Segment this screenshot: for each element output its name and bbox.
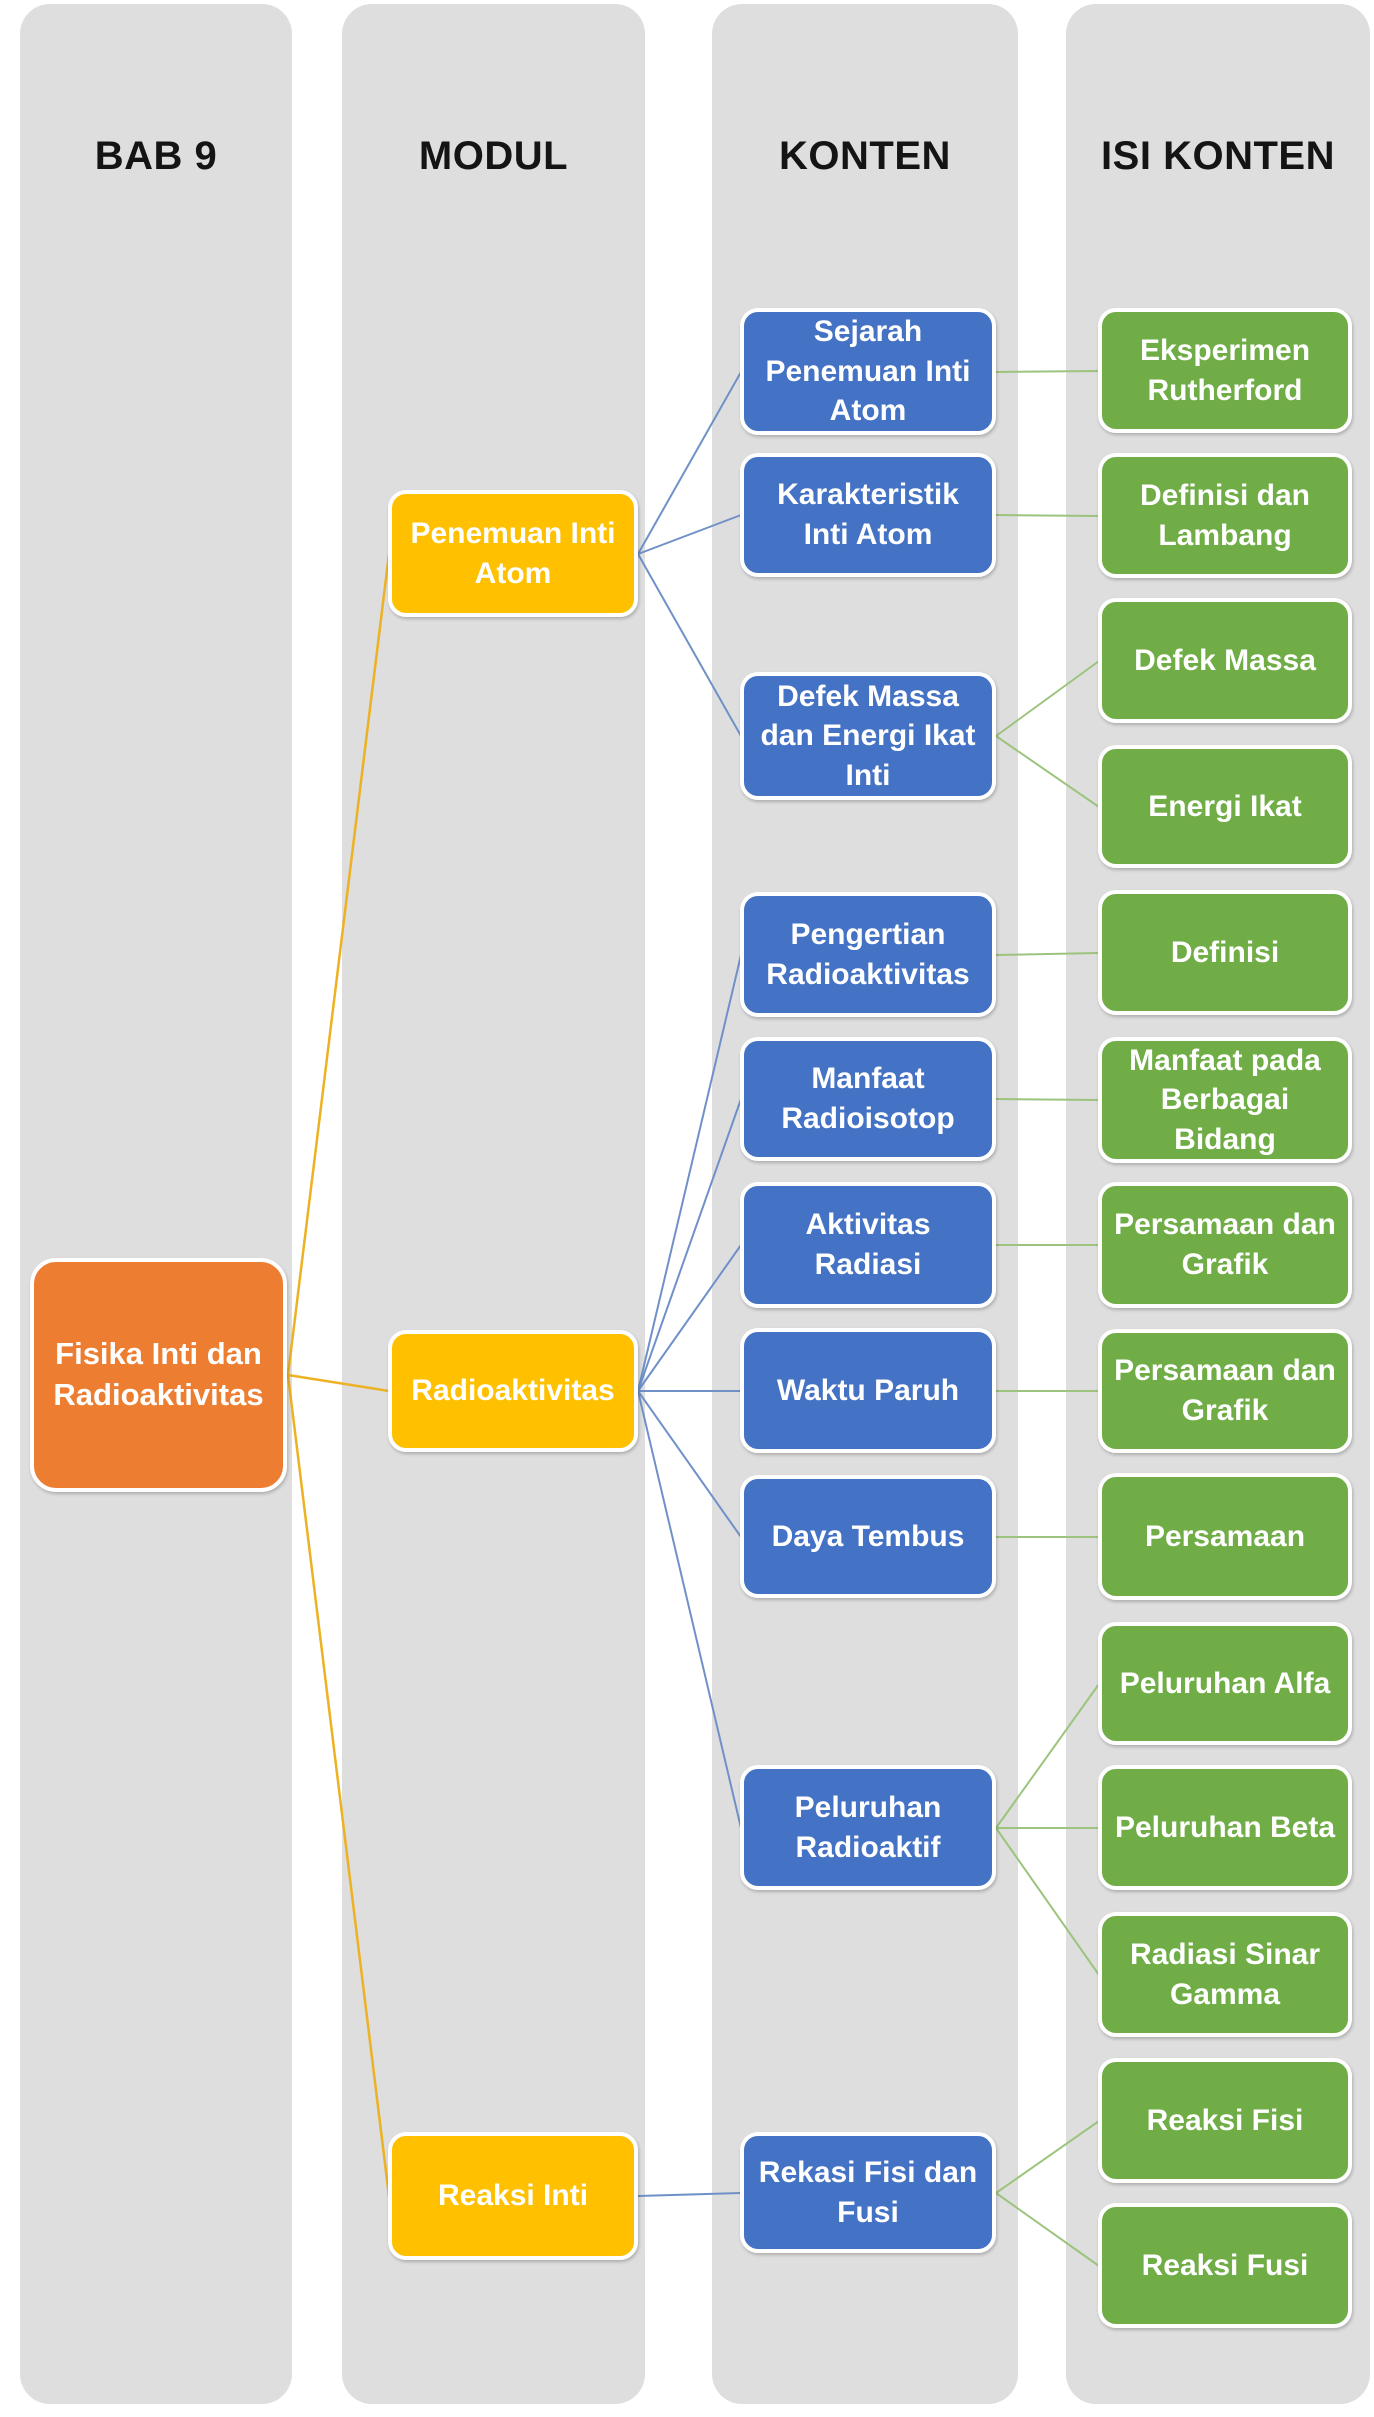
node-isi-peluruhan-beta: Peluruhan Beta: [1098, 1765, 1352, 1890]
node-label: Pengertian Radioaktivitas: [766, 917, 970, 991]
node-label: Defek Massa dan Energi Ikat Inti: [760, 679, 976, 792]
node-konten-peluruhan-radioaktif: Peluruhan Radioaktif: [740, 1765, 996, 1890]
header-bab9: BAB 9: [94, 134, 218, 178]
header-konten: KONTEN: [779, 134, 951, 178]
node-modul-reaksi-inti: Reaksi Inti: [388, 2132, 638, 2260]
node-isi-eksperimen-rutherford: Eksperimen Rutherford: [1098, 308, 1352, 433]
node-label: Definisi: [1170, 935, 1280, 969]
node-label: Penemuan Inti Atom: [410, 516, 616, 590]
node-label: Definisi dan Lambang: [1139, 478, 1311, 552]
node-label: Persamaan dan Grafik: [1114, 1208, 1336, 1281]
node-label: Peluruhan Radioaktif: [794, 1790, 942, 1864]
node-label: Energi Ikat: [1148, 789, 1302, 823]
node-label: Fisika Inti dan Radioaktivitas: [53, 1336, 264, 1412]
node-label: Karakteristik Inti Atom: [777, 478, 959, 551]
node-isi-definisi-lambang: Definisi dan Lambang: [1098, 453, 1352, 578]
node-label: Waktu Paruh: [776, 1373, 960, 1407]
node-label: Peluruhan Alfa: [1119, 1666, 1331, 1700]
node-label: Radioaktivitas: [411, 1374, 615, 1408]
node-isi-radiasi-sinar-gamma: Radiasi Sinar Gamma: [1098, 1912, 1352, 2037]
node-label: Daya Tembus: [771, 1519, 965, 1553]
node-label: Persamaan: [1144, 1519, 1306, 1553]
node-modul-radioaktivitas: Radioaktivitas: [388, 1330, 638, 1452]
node-label: Peluruhan Beta: [1114, 1810, 1336, 1844]
column-modul: [342, 4, 645, 2404]
node-isi-energi-ikat: Energi Ikat: [1098, 745, 1352, 868]
node-isi-persamaan: Persamaan: [1098, 1473, 1352, 1600]
node-label: Eksperimen Rutherford: [1139, 333, 1311, 407]
node-label: Reaksi Fusi: [1141, 2248, 1309, 2282]
node-label: Radiasi Sinar Gamma: [1129, 1937, 1321, 2011]
node-label: Manfaat Radioisotop: [781, 1062, 955, 1135]
node-label: Reaksi Fisi: [1146, 2103, 1304, 2137]
node-konten-manfaat-radioisotop: Manfaat Radioisotop: [740, 1037, 996, 1161]
node-label: Rekasi Fisi dan Fusi: [758, 2155, 978, 2229]
node-isi-definisi: Definisi: [1098, 890, 1352, 1015]
node-konten-pengertian-radioaktivitas: Pengertian Radioaktivitas: [740, 892, 996, 1017]
node-isi-manfaat-berbagai-bidang: Manfaat pada Berbagai Bidang: [1098, 1037, 1352, 1163]
node-bab-fisika-inti: Fisika Inti dan Radioaktivitas: [30, 1258, 287, 1492]
node-modul-penemuan-inti-atom: Penemuan Inti Atom: [388, 490, 638, 617]
node-konten-waktu-paruh: Waktu Paruh: [740, 1328, 996, 1453]
node-konten-defek-massa-energi-ikat: Defek Massa dan Energi Ikat Inti: [740, 672, 996, 800]
node-isi-persamaan-grafik-1: Persamaan dan Grafik: [1098, 1182, 1352, 1308]
column-bab9: [20, 4, 292, 2404]
connectors-konten-to-isi: [995, 370, 1100, 2267]
node-label: Aktivitas Radiasi: [805, 1208, 931, 1281]
node-konten-rekasi-fisi-fusi: Rekasi Fisi dan Fusi: [740, 2132, 996, 2253]
node-label: Sejarah Penemuan Inti Atom: [765, 315, 971, 428]
connectors-modul-to-konten: [637, 371, 742, 2197]
header-isi-konten: ISI KONTEN: [1101, 134, 1335, 178]
node-isi-reaksi-fusi: Reaksi Fusi: [1098, 2203, 1352, 2328]
node-label: Defek Massa: [1134, 643, 1316, 677]
node-konten-sejarah-penemuan: Sejarah Penemuan Inti Atom: [740, 308, 996, 435]
header-modul: MODUL: [418, 134, 569, 178]
node-isi-persamaan-grafik-2: Persamaan dan Grafik: [1098, 1329, 1352, 1453]
node-label: Persamaan dan Grafik: [1114, 1354, 1336, 1427]
node-konten-karakteristik: Karakteristik Inti Atom: [740, 453, 996, 577]
node-isi-reaksi-fisi: Reaksi Fisi: [1098, 2058, 1352, 2183]
node-konten-daya-tembus: Daya Tembus: [740, 1475, 996, 1598]
connectors-bab-to-modul: [286, 553, 391, 2197]
node-label: Manfaat pada Berbagai Bidang: [1129, 1043, 1321, 1156]
node-isi-defek-massa: Defek Massa: [1098, 598, 1352, 723]
node-isi-peluruhan-alfa: Peluruhan Alfa: [1098, 1622, 1352, 1745]
node-label: Reaksi Inti: [437, 2179, 589, 2213]
node-konten-aktivitas-radiasi: Aktivitas Radiasi: [740, 1182, 996, 1308]
